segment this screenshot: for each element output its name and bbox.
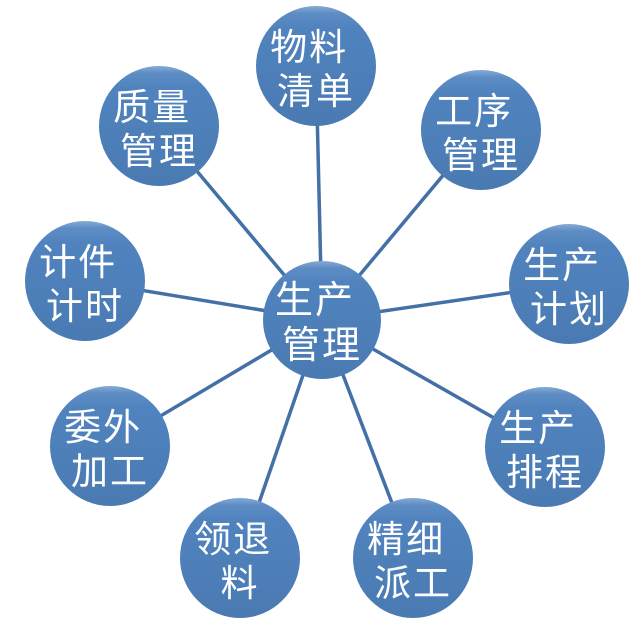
node-label: 领退 料 (194, 518, 286, 605)
node-quality-management: 质量 管理 (99, 66, 219, 186)
node-material-requisition-return: 领退 料 (180, 498, 300, 618)
node-production-plan: 生产 计划 (509, 224, 629, 344)
node-circle (25, 221, 145, 341)
node-label: 委外 加工 (64, 406, 156, 493)
node-label: 精细 派工 (367, 518, 459, 605)
node-label: 物料 清单 (270, 26, 362, 113)
node-production-scheduling: 生产 排程 (485, 387, 605, 507)
node-production-management-hub: 生产 管理 (263, 261, 381, 379)
node-circle (256, 6, 376, 126)
node-circle (263, 261, 381, 379)
node-label: 工序 管理 (435, 90, 527, 177)
node-circle (421, 70, 541, 190)
node-fine-dispatching: 精细 派工 (353, 498, 473, 618)
node-outsourced-processing: 委外 加工 (50, 386, 170, 506)
node-process-management: 工序 管理 (421, 70, 541, 190)
node-label: 计件 计时 (39, 241, 131, 328)
node-circle (99, 66, 219, 186)
node-piecework-timekeeping: 计件 计时 (25, 221, 145, 341)
node-label: 生产 排程 (499, 407, 591, 494)
node-circle (485, 387, 605, 507)
node-circle (509, 224, 629, 344)
node-bill-of-materials: 物料 清单 (256, 6, 376, 126)
node-circle (180, 498, 300, 618)
node-circle (353, 498, 473, 618)
hub-label: 生产 管理 (275, 278, 369, 367)
node-circle (50, 386, 170, 506)
node-label: 生产 计划 (523, 244, 615, 331)
node-label: 质量 管理 (113, 86, 205, 173)
